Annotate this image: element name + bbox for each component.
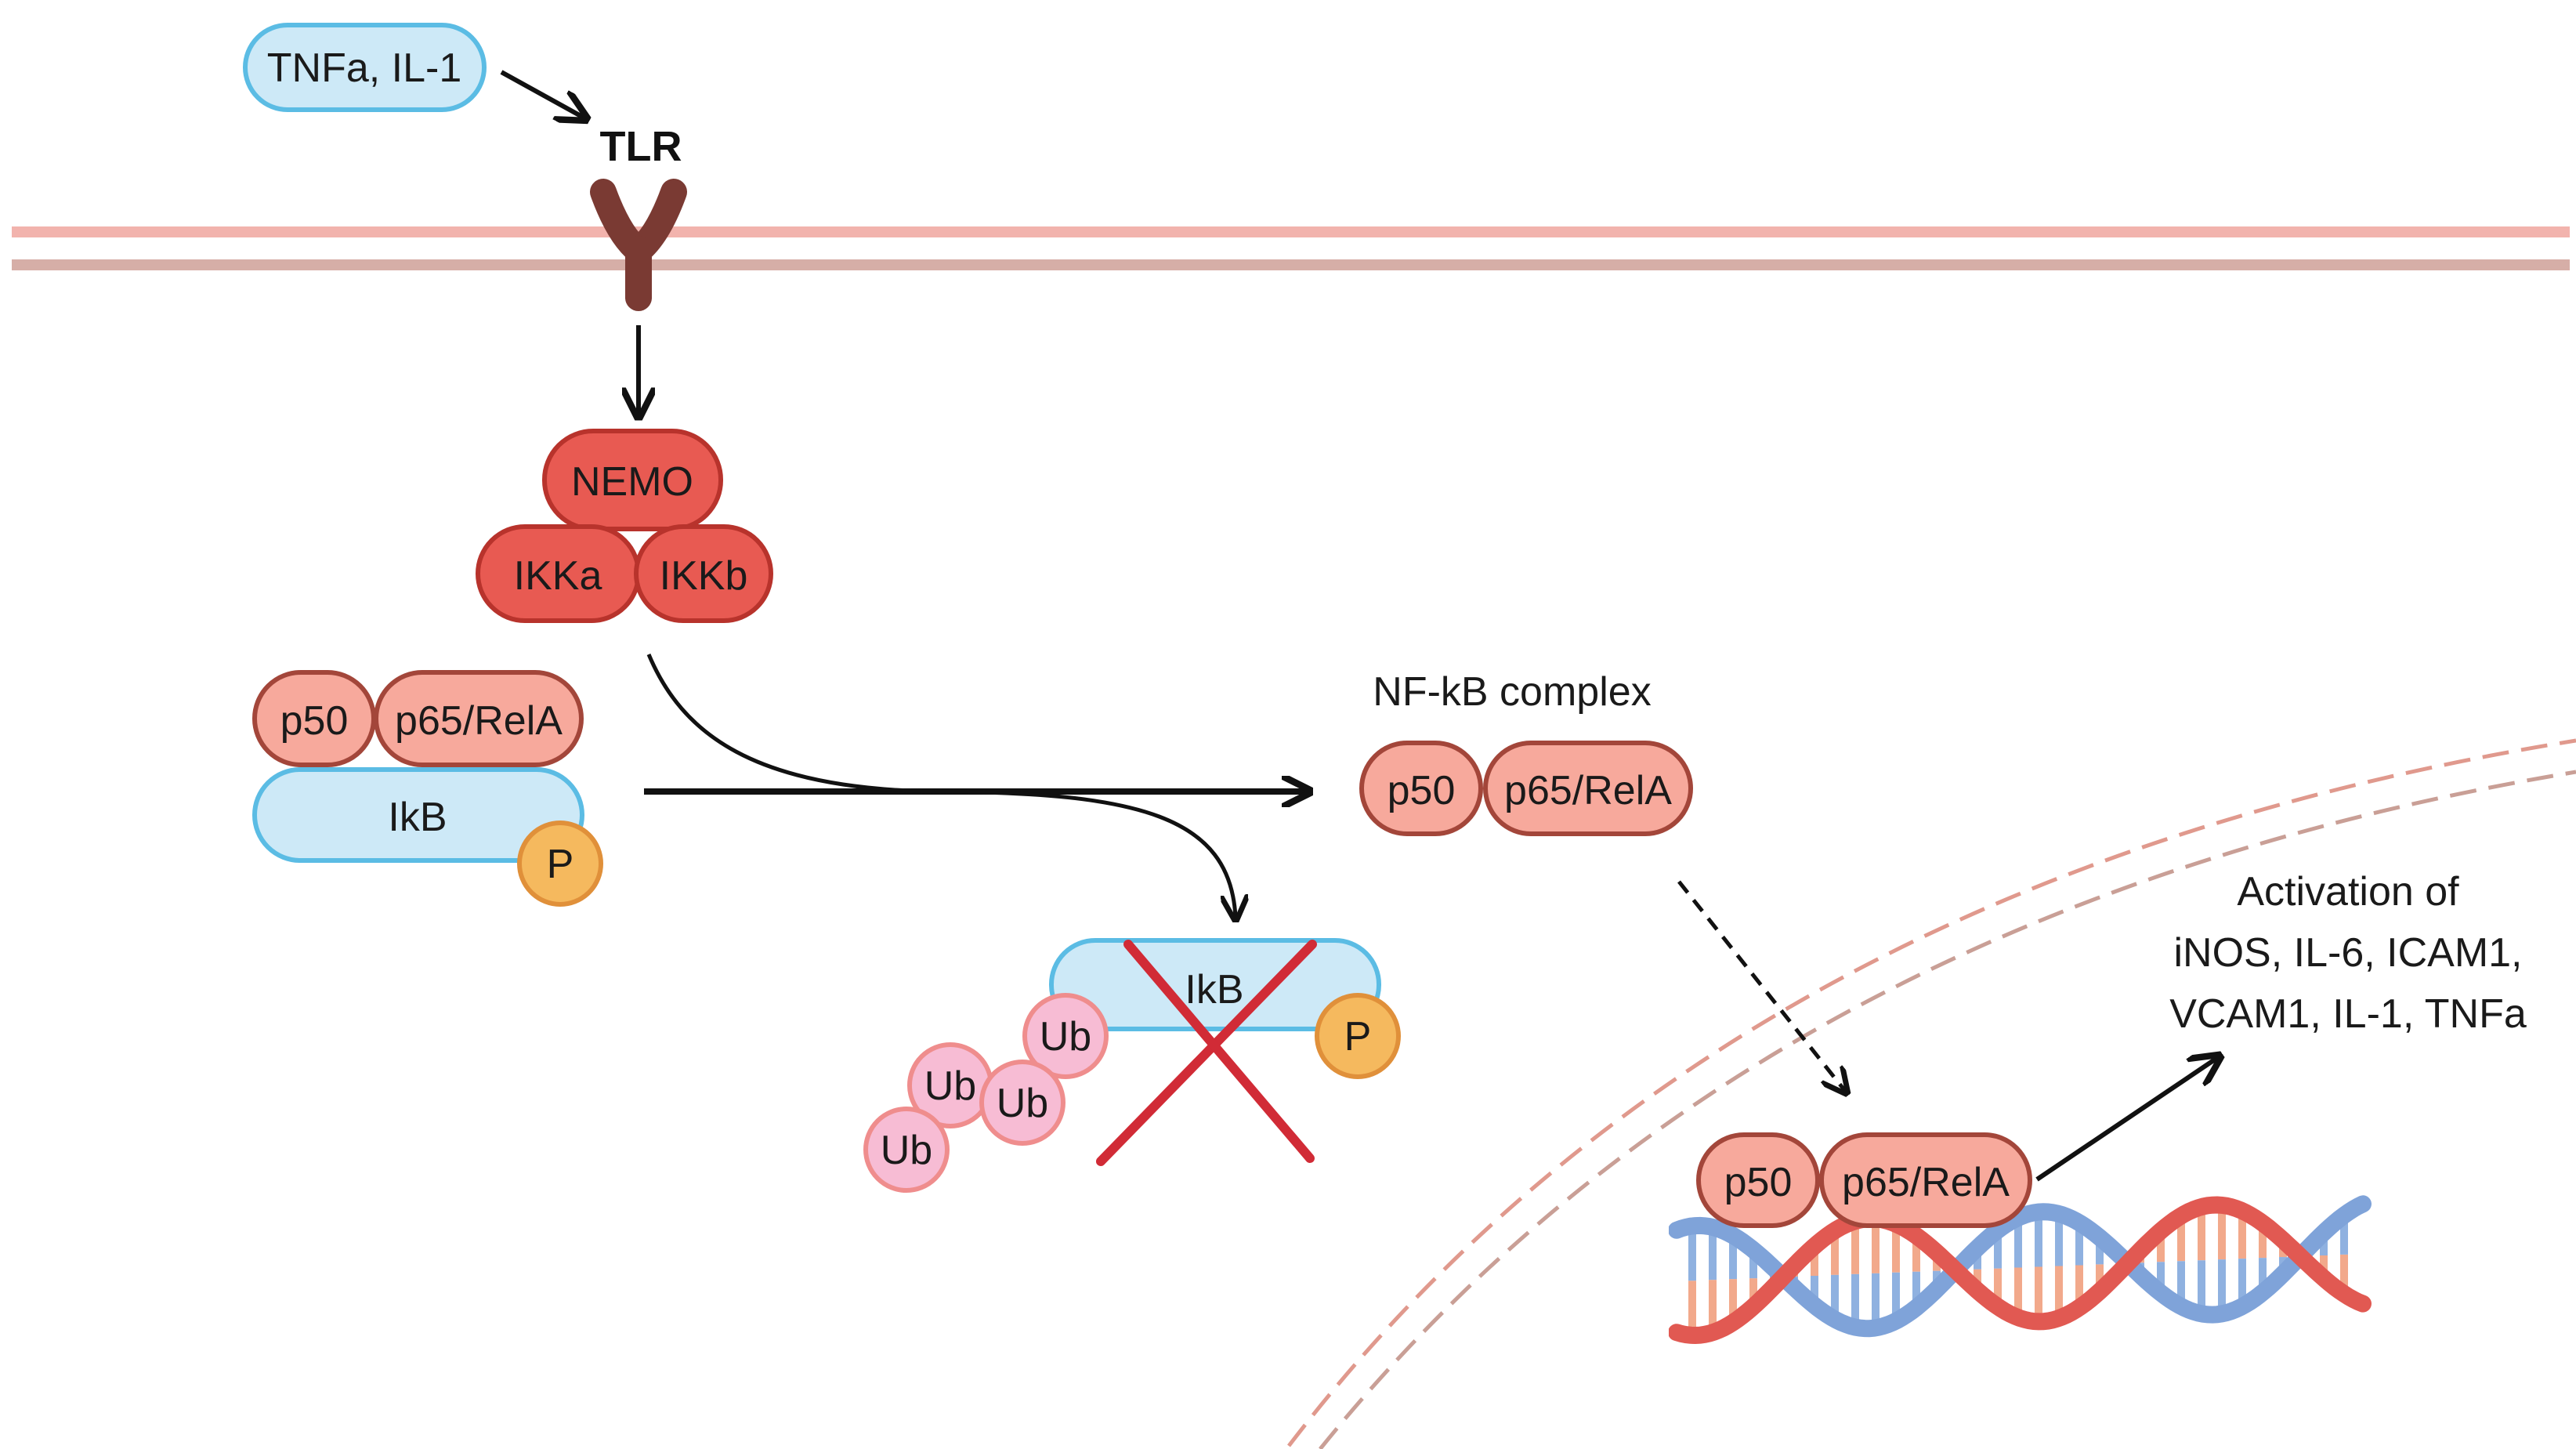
nuclear-p50-label: p50 — [1724, 1160, 1793, 1205]
arrow-ikk-to-degradation — [646, 654, 1236, 917]
degraded-phospho-label: P — [1344, 1014, 1372, 1060]
cell-membrane — [12, 226, 2570, 270]
ub-label: Ub — [1040, 1014, 1091, 1060]
ikb-label: IkB — [388, 795, 447, 840]
ub-label: Ub — [881, 1128, 932, 1173]
nfkb-p65-label: p65/RelA — [1504, 768, 1672, 813]
p65-label: p65/RelA — [395, 698, 563, 744]
phospho-node — [517, 820, 603, 907]
tlr-label: TLR — [600, 123, 682, 170]
ikkb-label: IKKb — [660, 553, 748, 599]
p65-node — [374, 670, 584, 767]
ub-node — [863, 1107, 950, 1193]
p50-label: p50 — [280, 698, 349, 744]
nuclear-envelope — [1287, 738, 2576, 1449]
nfkb-p65-node — [1483, 741, 1693, 836]
arrow-ligand-to-tlr — [500, 70, 584, 118]
ikk-complex: NEMO IKKa IKKb — [476, 429, 773, 623]
nfkb-complex: NF-kB complex p50 p65/RelA — [1359, 669, 1693, 836]
ligand-tnfa-il1: TNFa, IL-1 — [243, 23, 487, 112]
ikb-node — [252, 767, 584, 863]
degraded-phospho-node — [1315, 993, 1401, 1079]
nfkb-p50-node — [1359, 741, 1483, 836]
ligand-label: TNFa, IL-1 — [267, 45, 462, 91]
activation-line-2: iNOS, IL-6, ICAM1, — [2174, 930, 2523, 976]
nemo-node — [542, 429, 723, 531]
arrow-nuclear-translocation — [1677, 880, 1845, 1091]
nuclear-p50-node — [1696, 1132, 1820, 1228]
nuclear-p65-node — [1819, 1132, 2032, 1228]
activation-line-3: VCAM1, IL-1, TNFa — [2169, 991, 2527, 1037]
activation-line-1: Activation of — [2237, 869, 2459, 915]
degraded-ikb-label: IkB — [1185, 967, 1243, 1012]
tlr-receptor: TLR — [590, 123, 687, 311]
ub-node — [1022, 993, 1109, 1079]
ub-label: Ub — [924, 1063, 976, 1109]
ikkb-node — [634, 524, 773, 623]
degraded-ikb: IkB P Ub Ub Ub Ub — [863, 938, 1401, 1193]
activation-targets: Activation of iNOS, IL-6, ICAM1, VCAM1, … — [2169, 869, 2527, 1037]
nfkb-p50-label: p50 — [1387, 768, 1456, 813]
nuclear-nfkb-complex: p50 p65/RelA — [1696, 1132, 2032, 1228]
nfkb-complex-title: NF-kB complex — [1373, 669, 1651, 715]
nemo-label: NEMO — [571, 459, 693, 505]
inactive-nfkb-ikb-complex: IkB p50 p65/RelA P — [252, 670, 603, 907]
ub-node — [979, 1060, 1065, 1146]
phospho-label: P — [547, 842, 574, 887]
ikka-label: IKKa — [514, 553, 602, 599]
arrow-gene-activation — [2035, 1058, 2217, 1182]
degradation-cross-icon — [1096, 940, 1317, 1166]
nuclear-p65-label: p65/RelA — [1842, 1160, 2010, 1205]
ub-label: Ub — [997, 1081, 1048, 1126]
